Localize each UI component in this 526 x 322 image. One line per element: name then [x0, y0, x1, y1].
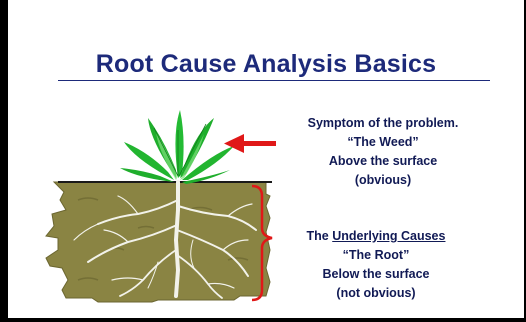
- symptom-line-4: (obvious): [278, 171, 488, 190]
- symptom-line-3: Above the surface: [278, 152, 488, 171]
- symptom-line-1: Symptom of the problem.: [278, 114, 488, 133]
- left-pointing-arrow-icon: [224, 134, 276, 153]
- cause-line-3: Below the surface: [278, 265, 474, 284]
- weed-plant-icon: [120, 110, 234, 184]
- cause-prefix: The: [307, 229, 333, 243]
- cause-underlined: Underlying Causes: [332, 229, 445, 243]
- cause-line-4: (not obvious): [278, 284, 474, 303]
- cause-line-2: “The Root”: [278, 246, 474, 265]
- symptom-line-2: “The Weed”: [278, 133, 488, 152]
- symptom-label: Symptom of the problem. “The Weed” Above…: [278, 114, 488, 190]
- cause-label: The Underlying Causes “The Root” Below t…: [278, 227, 474, 303]
- cause-line-1: The Underlying Causes: [278, 227, 474, 246]
- slide: Root Cause Analysis Basics: [8, 0, 524, 318]
